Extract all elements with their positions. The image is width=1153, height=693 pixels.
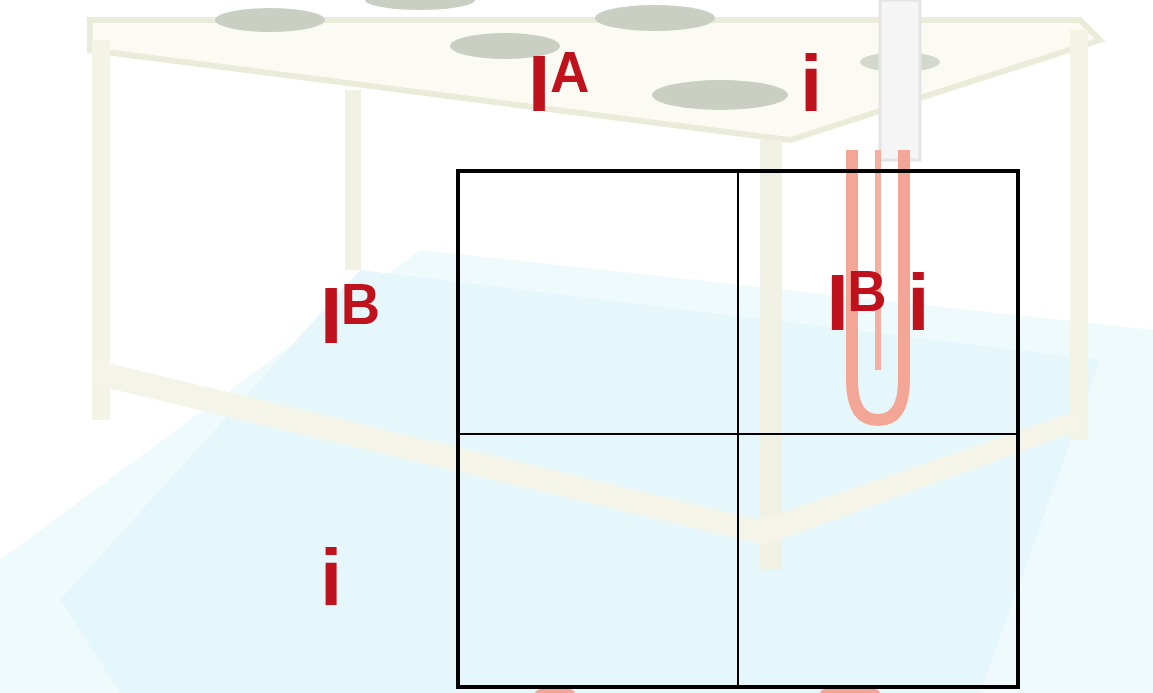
table-top xyxy=(90,20,1100,140)
rack-hole xyxy=(215,8,325,32)
punnett-cell: Iᴮ i xyxy=(741,174,1015,432)
grid-border xyxy=(458,171,1018,687)
allele-label: i xyxy=(320,538,342,618)
genotype-text: Iᴮ i xyxy=(826,263,929,343)
rack-hole xyxy=(652,80,788,110)
rack-hole xyxy=(365,0,475,10)
table-shelf xyxy=(95,360,1080,545)
tube-holder xyxy=(880,0,920,160)
floor-shade xyxy=(60,270,1100,693)
table-leg xyxy=(1070,30,1088,440)
allele-label: Iᴬ xyxy=(528,44,589,124)
table-leg xyxy=(345,90,361,270)
grid-line xyxy=(737,171,739,687)
grid-line xyxy=(458,433,1018,435)
floor-shade xyxy=(0,250,1153,693)
allele-label: Iᴮ xyxy=(320,276,379,356)
rack-hole xyxy=(595,5,715,31)
allele-label: i xyxy=(800,44,822,124)
table-leg xyxy=(760,140,782,570)
